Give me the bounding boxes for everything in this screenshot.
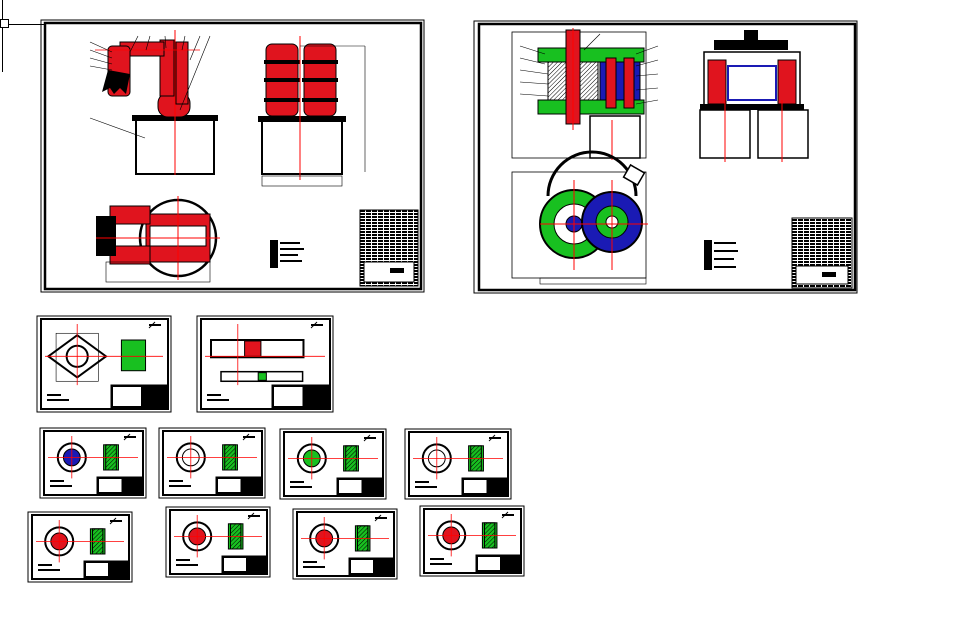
gearbox-top-section — [511, 150, 648, 285]
sheet-assembly-gearbox[interactable] — [473, 20, 858, 294]
sheet-part-9[interactable] — [292, 508, 398, 580]
sheet-assembly-main[interactable] — [40, 19, 425, 293]
crosshair-vertical — [2, 0, 3, 72]
sheet-part-10[interactable] — [419, 505, 525, 577]
crosshair-horizontal — [0, 24, 46, 25]
technical-notes — [270, 240, 304, 268]
detail-sheets — [27, 315, 525, 583]
sheet-part-1[interactable] — [36, 315, 172, 413]
sheet-part-8[interactable] — [165, 506, 271, 578]
robot-arm-top-view — [96, 196, 220, 283]
crosshair-pickbox-icon — [0, 19, 9, 28]
sheet-part-4[interactable] — [158, 427, 266, 499]
sheet-part-6[interactable] — [404, 428, 512, 500]
sheet-part-2[interactable] — [196, 315, 334, 413]
sheet-part-3[interactable] — [39, 427, 147, 499]
robot-arm-side-view — [258, 36, 366, 187]
gearbox-side-view — [699, 30, 809, 162]
title-block — [791, 217, 853, 289]
title-block — [359, 209, 419, 287]
sheet-part-7[interactable] — [27, 511, 133, 583]
robot-arm-front-view — [89, 30, 218, 175]
sheet-part-5[interactable] — [279, 428, 387, 500]
gearbox-front-section — [511, 28, 659, 160]
technical-notes — [704, 240, 738, 270]
